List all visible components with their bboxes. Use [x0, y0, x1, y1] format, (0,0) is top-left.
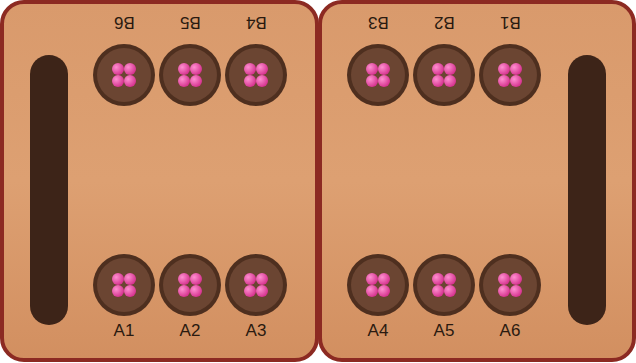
- pit-label: B3: [368, 14, 389, 31]
- pit-label: A5: [434, 322, 455, 339]
- pit-label: B2: [434, 14, 455, 31]
- pit-label: B6: [114, 14, 135, 31]
- pit-label: B4: [246, 14, 267, 31]
- pit-label: A3: [246, 322, 267, 339]
- pit-label: A2: [180, 322, 201, 339]
- pit-label: A4: [368, 322, 389, 339]
- pit-label: B1: [500, 14, 521, 31]
- pit-label: B5: [180, 14, 201, 31]
- pit-label: A1: [114, 322, 135, 339]
- pit-label: A6: [500, 322, 521, 339]
